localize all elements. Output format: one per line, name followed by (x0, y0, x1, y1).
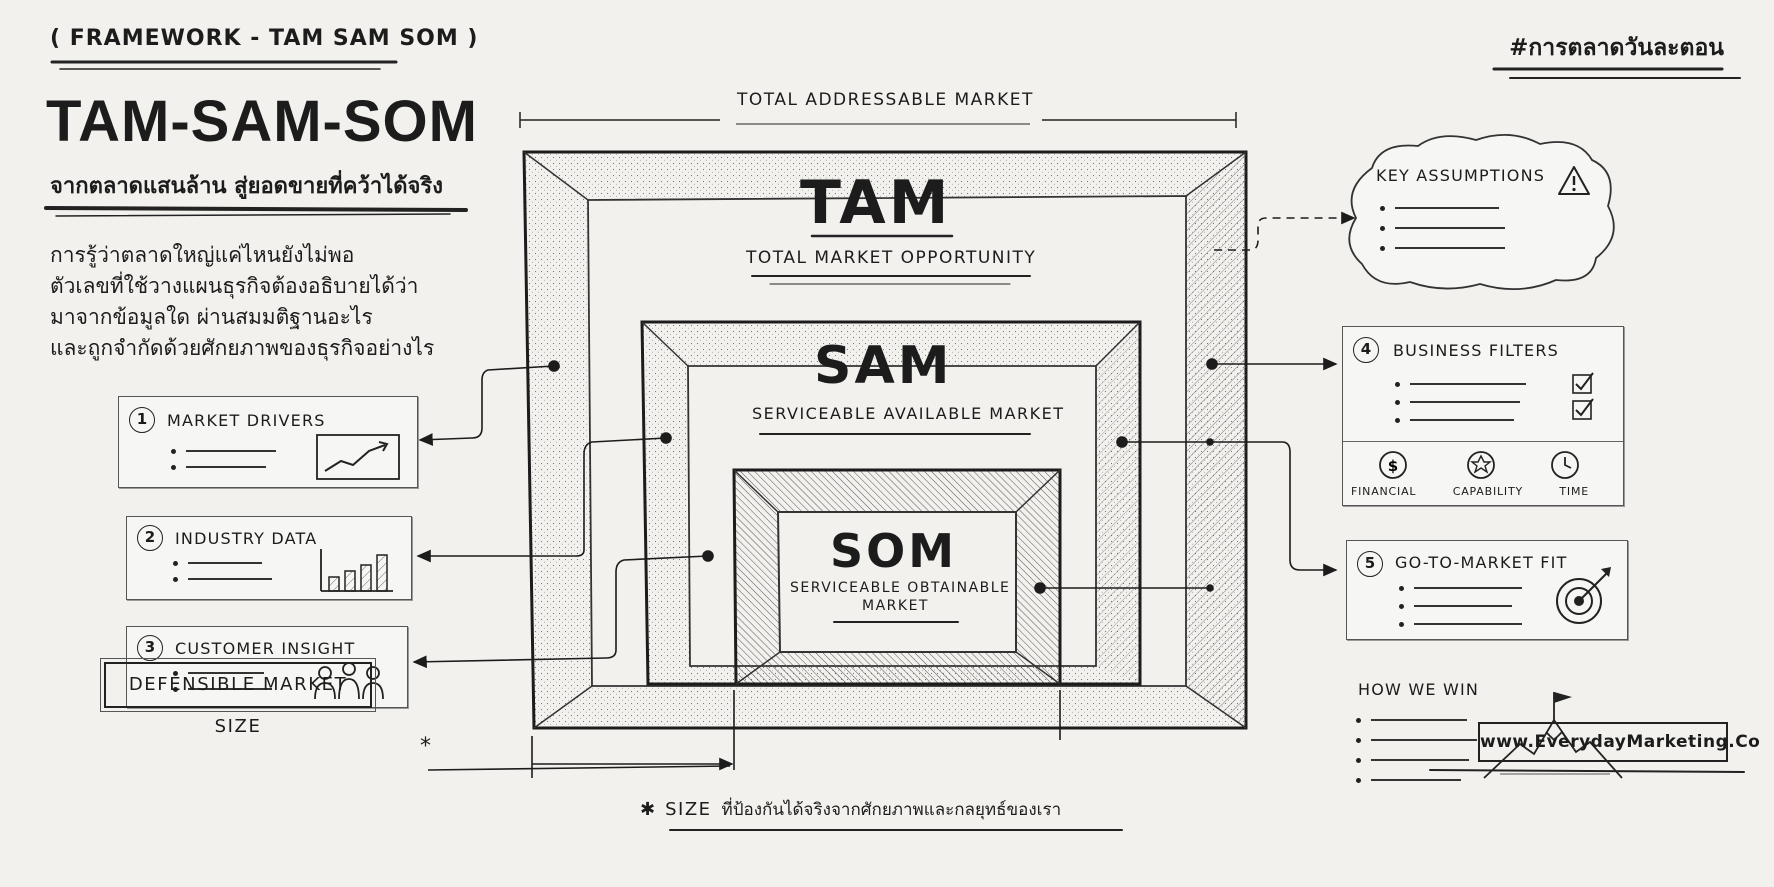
key-assumptions-bullets (1380, 198, 1505, 258)
footnote-text: ที่ป้องกันได้จริงจากศักยภาพและกลยุทธ์ของ… (721, 800, 1062, 820)
left-connectors (412, 360, 714, 669)
description-line: มาจากข้อมูลใด ผ่านสมมติฐานอะไร (50, 305, 373, 329)
card-title: GO-TO-MARKET FIT (1395, 553, 1568, 572)
card-number: 5 (1357, 551, 1383, 577)
description-line: ตัวเลขที่ใช้วางแผนธุรกิจต้องอธิบายได้ว่า (50, 274, 419, 298)
card-customer-insight: 3 CUSTOMER INSIGHT (126, 626, 408, 708)
filter-financial: FINANCIAL (1351, 485, 1417, 498)
card-go-to-market: 5 GO-TO-MARKET FIT (1346, 540, 1628, 640)
som-acronym: SOM (830, 524, 958, 578)
mountain-flag-icon (1483, 692, 1623, 779)
key-assumptions-card: KEY ASSUMPTIONS (1376, 166, 1545, 185)
framework-tag: ( FRAMEWORK - TAM SAM SOM ) (50, 26, 479, 51)
defensible-market-size: DEFENSIBLE MARKET SIZE (100, 658, 376, 737)
footnote-size: SIZE (665, 799, 712, 820)
card-business-filters: 4 BUSINESS FILTERS $ FINANCIAL CAPABILIT… (1342, 326, 1624, 506)
how-we-win-bullets (1356, 710, 1477, 790)
warning-icon (1558, 166, 1590, 195)
som-frame (732, 468, 1062, 686)
sam-label: SERVICEABLE AVAILABLE MARKET (752, 404, 1065, 423)
som-label-line2: MARKET (862, 598, 929, 614)
how-we-win-title: HOW WE WIN (1358, 680, 1480, 699)
footnote-star: ✱ (640, 799, 656, 820)
hashtag: #การตลาดวันละตอน (1509, 35, 1724, 61)
sam-acronym: SAM (814, 336, 953, 396)
key-assumptions-cloud (1348, 133, 1615, 291)
card-title: INDUSTRY DATA (175, 529, 318, 548)
som-label: SERVICEABLE OBTAINABLE (790, 580, 1011, 596)
dollar-icon: $ (1388, 457, 1398, 475)
diagram-label-underlines (751, 234, 1031, 623)
asterisk: * (420, 734, 431, 759)
tam-top-label: TOTAL ADDRESSABLE MARKET (737, 90, 1034, 110)
tam-acronym: TAM (800, 168, 952, 238)
right-connectors (1034, 211, 1356, 594)
card-title: MARKET DRIVERS (167, 411, 326, 430)
website-link[interactable]: www.EverydayMarketing.Co (1478, 722, 1760, 762)
filter-icons: $ (1379, 451, 1579, 479)
card-number: 3 (137, 635, 163, 661)
people-icon (314, 662, 384, 700)
card-market-drivers: 1 MARKET DRIVERS (118, 396, 418, 488)
checkbox-icon (1572, 372, 1594, 420)
tam-label: TOTAL MARKET OPPORTUNITY (746, 248, 1037, 268)
header-underlines (44, 60, 1741, 217)
line-chart-icon (316, 434, 400, 480)
card-number: 1 (129, 407, 155, 433)
card-title: BUSINESS FILTERS (1393, 341, 1560, 360)
target-icon (1556, 567, 1611, 624)
footnote-underline (669, 769, 1745, 831)
bar-chart-icon (320, 549, 393, 592)
description-line: และถูกจำกัดด้วยศักยภาพของธุรกิจอย่างไร (50, 336, 435, 360)
tam-dimension-line (519, 112, 1237, 128)
page-title: TAM-SAM-SOM (46, 89, 478, 154)
filter-capability: CAPABILITY (1452, 485, 1523, 498)
card-industry-data: 2 INDUSTRY DATA (126, 516, 412, 600)
how-we-win: HOW WE WIN (1358, 680, 1479, 699)
description-line: การรู้ว่าตลาดใหญ่แค่ไหนยังไม่พอ (50, 243, 355, 267)
card-title: KEY ASSUMPTIONS (1376, 166, 1546, 185)
footnote: ✱ SIZE ที่ป้องกันได้จริงจากศักยภาพและกลย… (640, 796, 1061, 823)
page-subtitle: จากตลาดแสนล้าน สู่ยอดขายที่คว้าได้จริง (50, 174, 443, 199)
card-title: CUSTOMER INSIGHT (175, 639, 356, 658)
description: การรู้ว่าตลาดใหญ่แค่ไหนยังไม่พอ ตัวเลขที… (50, 240, 510, 364)
card-number: 2 (137, 525, 163, 551)
card-number: 4 (1353, 337, 1379, 363)
filter-time: TIME (1559, 485, 1589, 498)
bottom-dimension-lines (427, 690, 1061, 778)
